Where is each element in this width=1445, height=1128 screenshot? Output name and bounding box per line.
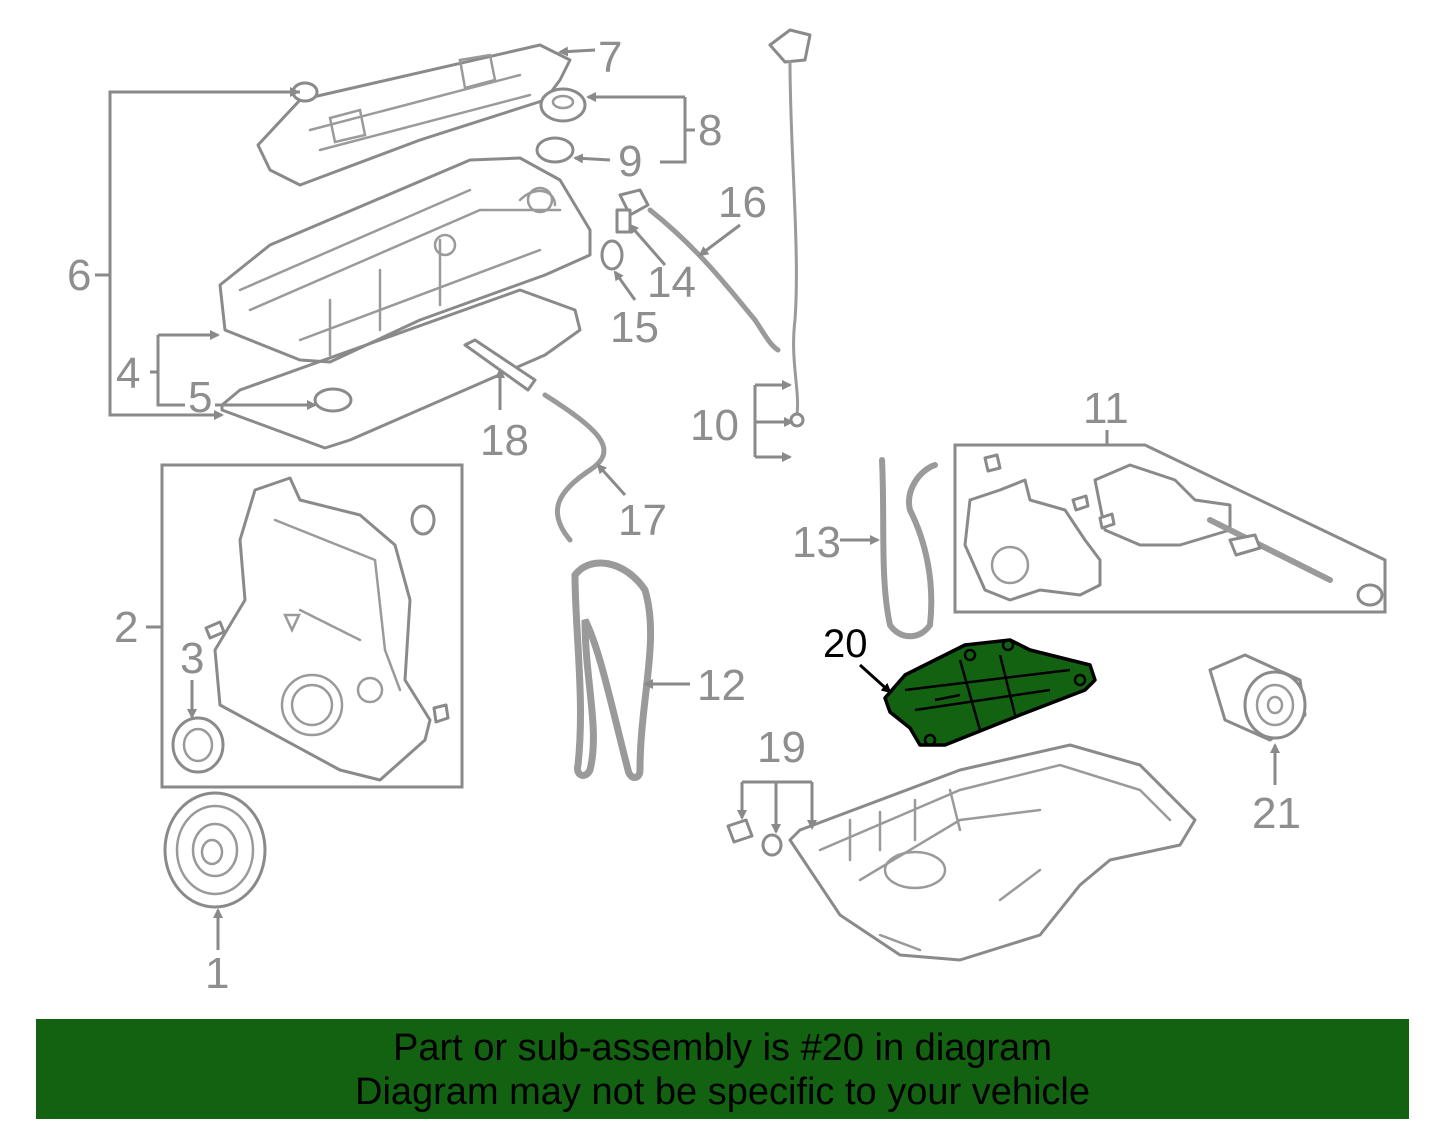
callout-21: 21	[1252, 789, 1301, 838]
oil-pan-baffle-highlighted	[883, 638, 1097, 747]
engine-parts-diagram: 1 2 3 4 5 6 7 8 9 10 11 12 13 14 15 16 1…	[67, 28, 1387, 998]
callout-20: 20	[823, 622, 868, 666]
callout-3: 3	[180, 634, 204, 683]
drain-bolt	[726, 818, 754, 844]
info-banner: Part or sub-assembly is #20 in diagram D…	[36, 1019, 1409, 1119]
oil-pump-assembly	[963, 453, 1384, 607]
dowel-pin	[432, 703, 450, 724]
pcv-valve	[600, 188, 650, 271]
oil-pan	[788, 743, 1197, 962]
callout-12: 12	[697, 661, 746, 710]
callout-16: 16	[718, 178, 767, 227]
crankshaft-seal	[171, 716, 225, 774]
callout-8: 8	[698, 106, 722, 155]
callout-18: 18	[480, 416, 529, 465]
callout-9: 9	[618, 137, 642, 186]
breather-hose	[542, 392, 607, 543]
plug-seal	[313, 387, 353, 413]
chain-guide	[879, 457, 938, 640]
callout-17: 17	[618, 496, 667, 545]
callout-6: 6	[67, 251, 91, 300]
callout-14: 14	[647, 258, 696, 307]
pcv-hose	[647, 207, 781, 353]
timing-chain	[571, 559, 655, 781]
drain-washer	[761, 833, 783, 857]
dowel-pin	[204, 620, 226, 640]
oil-dipstick	[768, 28, 812, 428]
oil-cap-seal	[535, 136, 575, 164]
callout-5: 5	[188, 373, 212, 422]
oil-filter	[1208, 653, 1307, 742]
callout-19: 19	[757, 723, 806, 772]
timing-chain-cover	[213, 476, 432, 782]
callout-15: 15	[610, 303, 659, 352]
callout-1: 1	[205, 949, 229, 998]
callout-2: 2	[114, 603, 138, 652]
callout-11: 11	[1083, 384, 1129, 433]
o-ring	[410, 504, 436, 536]
oil-pump-box	[953, 443, 1387, 614]
valve-cover	[218, 156, 592, 364]
callout-4: 4	[116, 349, 140, 398]
valve-cover-gasket	[220, 288, 582, 450]
callout-7: 7	[598, 33, 622, 82]
banner-line-disclaimer: Diagram may not be specific to your vehi…	[355, 1071, 1090, 1113]
banner-line-part: Part or sub-assembly is #20 in diagram	[393, 1027, 1052, 1069]
oil-filler-cap	[539, 87, 587, 123]
callout-10: 10	[690, 401, 739, 450]
callout-13: 13	[792, 518, 841, 567]
crankshaft-pulley	[163, 791, 267, 909]
breather-tube	[463, 338, 537, 392]
